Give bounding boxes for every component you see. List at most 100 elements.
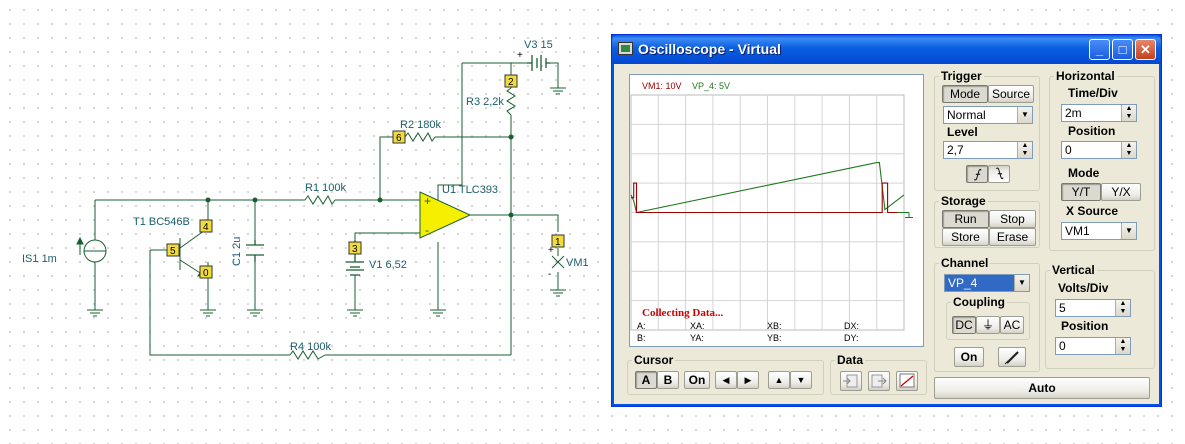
volts-div-input[interactable]: 5 ▲▼ — [1055, 299, 1131, 317]
legend-vm1: VM1: 10V — [642, 81, 682, 91]
oscilloscope-window: Oscilloscope - Virtual _ □ ✕ VM1: 10V VP… — [611, 34, 1162, 407]
channel-title: Channel — [941, 256, 989, 270]
run-button[interactable]: Run — [942, 210, 989, 228]
label-r1: R1 100k — [305, 182, 346, 194]
svg-text:6: 6 — [396, 133, 402, 144]
trigger-falling-edge-button[interactable]: ⨍ — [988, 165, 1010, 183]
svg-text:1: 1 — [555, 237, 561, 248]
cursor-a-button[interactable]: A — [635, 371, 657, 389]
title-bar[interactable]: Oscilloscope - Virtual _ □ ✕ — [612, 35, 1161, 64]
coupling-title: Coupling — [953, 295, 1005, 309]
label-r4: R4 100k — [290, 341, 331, 353]
chevron-down-icon: ▼ — [1121, 223, 1136, 239]
cursor-down-button[interactable]: ▼ — [790, 371, 812, 389]
scope-screen[interactable]: VM1: 10V VP_4: 5V — [630, 75, 923, 346]
h-position-label: Position — [1068, 124, 1116, 138]
time-div-input[interactable]: 2m ▲▼ — [1061, 104, 1137, 122]
trigger-level-input[interactable]: 2,7 ▲▼ — [943, 141, 1033, 159]
svg-text:5: 5 — [170, 246, 176, 257]
x-source-select[interactable]: VM1 ▼ — [1061, 222, 1137, 240]
level-label: Level — [947, 125, 978, 139]
trace-color-button[interactable] — [998, 347, 1026, 367]
svg-text:+: + — [517, 50, 523, 61]
label-is1: IS1 1m — [22, 253, 57, 265]
minimize-button[interactable]: _ — [1089, 39, 1110, 60]
maximize-button[interactable]: □ — [1112, 39, 1133, 60]
v-position-input[interactable]: 0 ▲▼ — [1055, 337, 1131, 355]
opamp-u1: + - — [419, 191, 472, 239]
readout-ya: YA: — [690, 333, 704, 343]
show-diagram-button[interactable] — [896, 371, 918, 391]
mode-yt-button[interactable]: Y/T — [1061, 183, 1101, 201]
label-v3: V3 15 — [524, 39, 553, 51]
readout-dx: DX: — [844, 321, 860, 331]
label-t1: T1 BC546B — [133, 216, 190, 228]
trigger-mode-button[interactable]: Mode — [942, 85, 988, 103]
auto-button[interactable]: Auto — [934, 377, 1150, 399]
h-mode-label: Mode — [1068, 166, 1100, 180]
readout-a: A: — [637, 321, 646, 331]
trigger-rising-edge-button[interactable]: ⨍ — [966, 165, 988, 183]
cursor-up-button[interactable]: ▲ — [768, 371, 790, 389]
coupling-dc-button[interactable]: DC — [952, 316, 976, 334]
export-data-button[interactable] — [868, 371, 890, 391]
vertical-title: Vertical — [1052, 263, 1095, 277]
svg-text:4: 4 — [203, 222, 209, 233]
resistors — [289, 87, 516, 360]
svg-text:0: 0 — [203, 268, 209, 279]
v-position-label: Position — [1061, 319, 1109, 333]
spinner-icon[interactable]: ▲▼ — [1115, 338, 1130, 354]
cursor-left-button[interactable]: ◀ — [715, 371, 737, 389]
export-icon — [871, 374, 887, 388]
erase-button[interactable]: Erase — [989, 228, 1036, 246]
readout-b: B: — [637, 333, 646, 343]
trace-vm1 — [631, 182, 904, 214]
close-button[interactable]: ✕ — [1135, 39, 1156, 60]
storage-group: Storage — [934, 194, 1040, 248]
trace-vp4 — [630, 162, 905, 214]
coupling-ac-button[interactable]: AC — [1000, 316, 1024, 334]
spinner-icon[interactable]: ▲▼ — [1017, 142, 1032, 158]
chevron-down-icon: ▼ — [1014, 275, 1029, 291]
readout-xb: XB: — [767, 321, 782, 331]
readout-dy: DY: — [844, 333, 859, 343]
ground-marker-icon — [897, 212, 913, 218]
channel-group: Channel — [934, 256, 1040, 372]
label-r2: R2 180k — [400, 119, 441, 131]
store-button[interactable]: Store — [942, 228, 989, 246]
cursor-right-button[interactable]: ▶ — [737, 371, 759, 389]
vertical-group: Vertical — [1045, 263, 1155, 369]
coupling-gnd-button[interactable]: ⏚ — [976, 316, 1000, 334]
spinner-icon[interactable]: ▲▼ — [1115, 300, 1130, 316]
storage-title: Storage — [941, 194, 986, 208]
chevron-down-icon: ▼ — [1017, 107, 1032, 123]
oscilloscope-app-icon — [618, 42, 633, 55]
h-position-input[interactable]: 0 ▲▼ — [1061, 141, 1137, 159]
svg-text:+: + — [548, 245, 554, 256]
svg-text:-: - — [548, 269, 551, 280]
time-div-label: Time/Div — [1068, 86, 1118, 100]
battery-v3 — [527, 55, 550, 71]
trigger-source-button[interactable]: Source — [988, 85, 1034, 103]
pen-icon — [1004, 351, 1019, 365]
spinner-icon[interactable]: ▲▼ — [1121, 105, 1136, 121]
svg-text:3: 3 — [352, 244, 358, 255]
stop-button[interactable]: Stop — [989, 210, 1036, 228]
x-source-label: X Source — [1066, 204, 1119, 218]
label-c1: C1 2u — [231, 237, 243, 266]
channel-select[interactable]: VP_4 ▼ — [944, 274, 1030, 292]
import-icon — [843, 374, 858, 388]
horizontal-group: Horizontal — [1049, 69, 1155, 251]
spinner-icon[interactable]: ▲▼ — [1121, 142, 1136, 158]
ground-symbols — [87, 87, 566, 317]
trigger-mode-select[interactable]: Normal ▼ — [943, 106, 1033, 124]
cursor-on-button[interactable]: On — [684, 371, 710, 389]
mode-yx-button[interactable]: Y/X — [1101, 183, 1141, 201]
import-data-button[interactable] — [840, 371, 862, 391]
cursor-b-button[interactable]: B — [657, 371, 679, 389]
legend-vp4: VP_4: 5V — [692, 81, 731, 91]
data-group: Data — [830, 353, 927, 395]
svg-text:-: - — [425, 223, 429, 237]
channel-on-button[interactable]: On — [954, 347, 984, 367]
cursor-group: Cursor — [627, 353, 824, 395]
